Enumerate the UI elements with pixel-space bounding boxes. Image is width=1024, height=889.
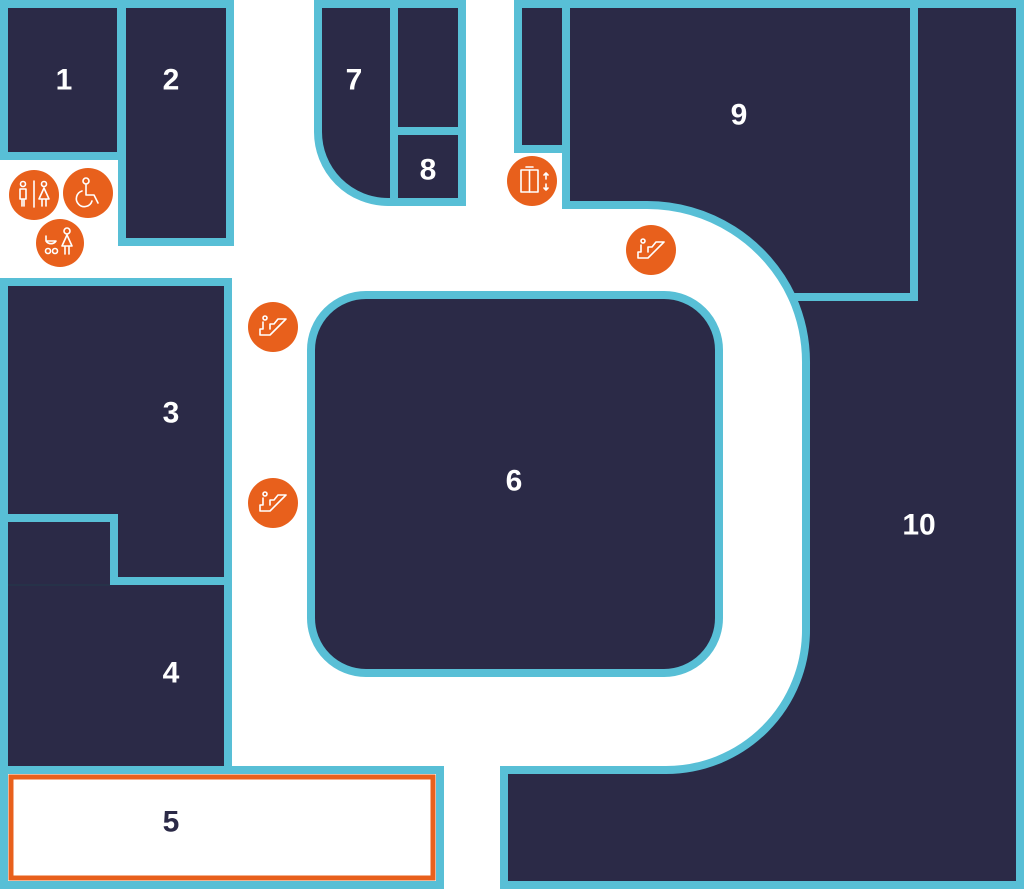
store-9[interactable]: [562, 0, 918, 301]
wall-store-3: [4, 514, 228, 585]
store-unnamed-top[interactable]: [390, 0, 466, 135]
escalator-icon[interactable]: [248, 302, 298, 352]
store-label-5: 5: [163, 806, 180, 839]
escalator-icon[interactable]: [626, 225, 676, 275]
store-label-7: 7: [346, 64, 363, 97]
store-label-6: 6: [506, 465, 523, 498]
store-label-1: 1: [56, 64, 73, 97]
elevator-icon[interactable]: [507, 156, 557, 206]
escalator-icon[interactable]: [248, 478, 298, 528]
store-unnamed-small[interactable]: [514, 0, 570, 153]
store-7[interactable]: [314, 0, 398, 206]
restroom-icon[interactable]: [9, 170, 59, 220]
store-label-8: 8: [420, 154, 437, 187]
store-8[interactable]: [390, 127, 466, 206]
store-label-2: 2: [163, 64, 180, 97]
store-label-4: 4: [163, 657, 180, 690]
store-label-3: 3: [163, 397, 180, 430]
wheelchair-accessible-icon[interactable]: [63, 168, 113, 218]
store-5-highlighted[interactable]: [8, 774, 436, 881]
store-2[interactable]: [118, 0, 234, 246]
baby-changing-icon[interactable]: [36, 219, 84, 267]
store-label-10: 10: [902, 509, 935, 542]
store-1[interactable]: [0, 0, 125, 160]
store-10[interactable]: [500, 0, 1024, 889]
store-label-9: 9: [731, 99, 748, 132]
store-6[interactable]: [307, 291, 723, 677]
